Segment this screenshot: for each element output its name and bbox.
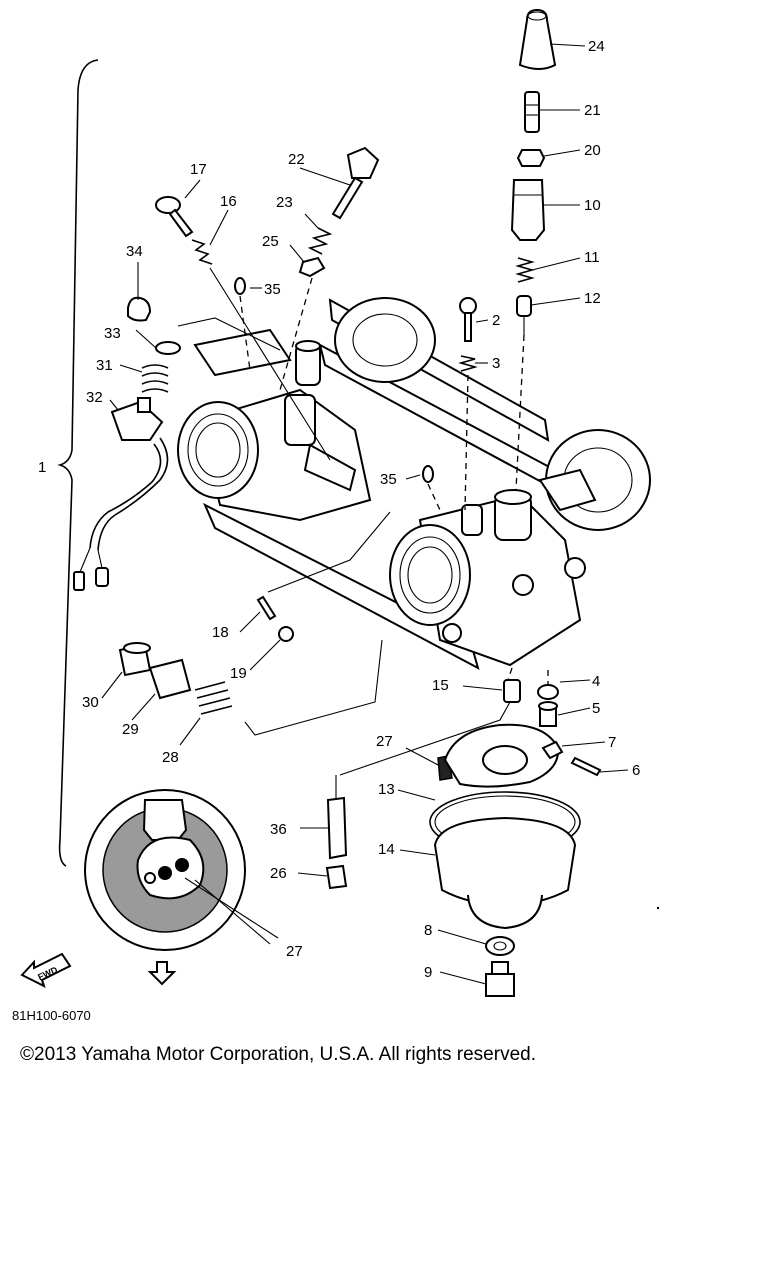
callout-12: 12 xyxy=(584,290,601,307)
part-9-drain-plug xyxy=(485,973,515,997)
drawing-code: 81H100-6070 xyxy=(12,1008,91,1023)
callout-35-mid: 35 xyxy=(380,471,397,488)
part-22-throttle-screw xyxy=(346,146,380,179)
view-direction-arrow-icon xyxy=(147,961,177,986)
callout-2: 2 xyxy=(492,312,500,329)
part-3-spring xyxy=(458,355,478,372)
callout-29: 29 xyxy=(122,721,139,738)
part-25-nut xyxy=(298,256,326,278)
callout-4: 4 xyxy=(592,673,600,690)
copyright-notice: ©2013 Yamaha Motor Corporation, U.S.A. A… xyxy=(20,1044,536,1065)
callout-32: 32 xyxy=(86,389,103,406)
part-18-pin xyxy=(256,595,277,621)
callout-13: 13 xyxy=(378,781,395,798)
part-8-gasket xyxy=(485,936,515,956)
part-12-needle xyxy=(516,295,532,317)
part-15-jet xyxy=(503,679,521,703)
part-21-adjuster xyxy=(524,91,540,133)
part-11-spring xyxy=(515,257,535,283)
callout-9: 9 xyxy=(424,964,432,981)
inset-view xyxy=(84,789,279,951)
stray-dot xyxy=(656,906,660,910)
callout-22: 22 xyxy=(288,151,305,168)
part-10-top xyxy=(510,179,546,241)
part-20-nut xyxy=(516,149,546,167)
part-6-pin xyxy=(570,756,602,777)
callout-5: 5 xyxy=(592,700,600,717)
assembly-bracket xyxy=(57,59,99,867)
part-17-pilot-screw xyxy=(155,196,181,214)
part-16-spring xyxy=(191,239,213,265)
callout-21: 21 xyxy=(584,102,601,119)
callout-6: 6 xyxy=(632,762,640,779)
leader-lines xyxy=(101,43,629,985)
callout-26: 26 xyxy=(270,865,287,882)
callout-23: 23 xyxy=(276,194,293,211)
callout-20: 20 xyxy=(584,142,601,159)
callout-30: 30 xyxy=(82,694,99,711)
callout-15: 15 xyxy=(432,677,449,694)
callout-1: 1 xyxy=(38,459,46,476)
callout-8: 8 xyxy=(424,922,432,939)
part-35-oring-mid xyxy=(422,465,434,483)
part-28-spring xyxy=(194,681,233,715)
part-33-washer xyxy=(155,341,181,355)
fwd-arrow-icon: FWD xyxy=(20,952,72,988)
callout-35-top: 35 xyxy=(264,281,281,298)
callout-36: 36 xyxy=(270,821,287,838)
callout-19: 19 xyxy=(230,665,247,682)
callout-31: 31 xyxy=(96,357,113,374)
carburetor-body xyxy=(177,297,651,670)
part-26-main-jet xyxy=(325,864,348,890)
callout-18: 18 xyxy=(212,624,229,641)
part-23-spring xyxy=(307,227,333,255)
callout-10: 10 xyxy=(584,197,601,214)
part-4-washer xyxy=(537,684,559,700)
carburetor-exploded-diagram: 1 2 3 4 5 6 7 8 9 10 11 12 13 14 15 16 1… xyxy=(20,8,660,997)
callout-7: 7 xyxy=(608,734,616,751)
part-19-washer xyxy=(278,626,294,642)
part-14-float-bowl xyxy=(433,816,577,907)
callout-16: 16 xyxy=(220,193,237,210)
callout-14: 14 xyxy=(378,841,395,858)
part-24-cap xyxy=(518,8,557,70)
part-2-screw xyxy=(459,297,477,315)
callout-27-float: 27 xyxy=(376,733,393,750)
callout-17: 17 xyxy=(190,161,207,178)
callout-27-inset: 27 xyxy=(286,943,303,960)
callout-28: 28 xyxy=(162,749,179,766)
part-31-spring xyxy=(141,364,169,393)
callout-11: 11 xyxy=(584,249,600,266)
callout-24: 24 xyxy=(588,38,605,55)
callout-33: 33 xyxy=(104,325,121,342)
part-29-sleeve xyxy=(148,658,192,700)
part-36-needle-jet xyxy=(326,796,348,860)
part-7-valve xyxy=(541,740,564,760)
callout-25: 25 xyxy=(262,233,279,250)
callout-34: 34 xyxy=(126,243,143,260)
part-34-cap xyxy=(127,296,152,322)
callout-3: 3 xyxy=(492,355,500,372)
part-35-oring-top xyxy=(234,277,246,295)
